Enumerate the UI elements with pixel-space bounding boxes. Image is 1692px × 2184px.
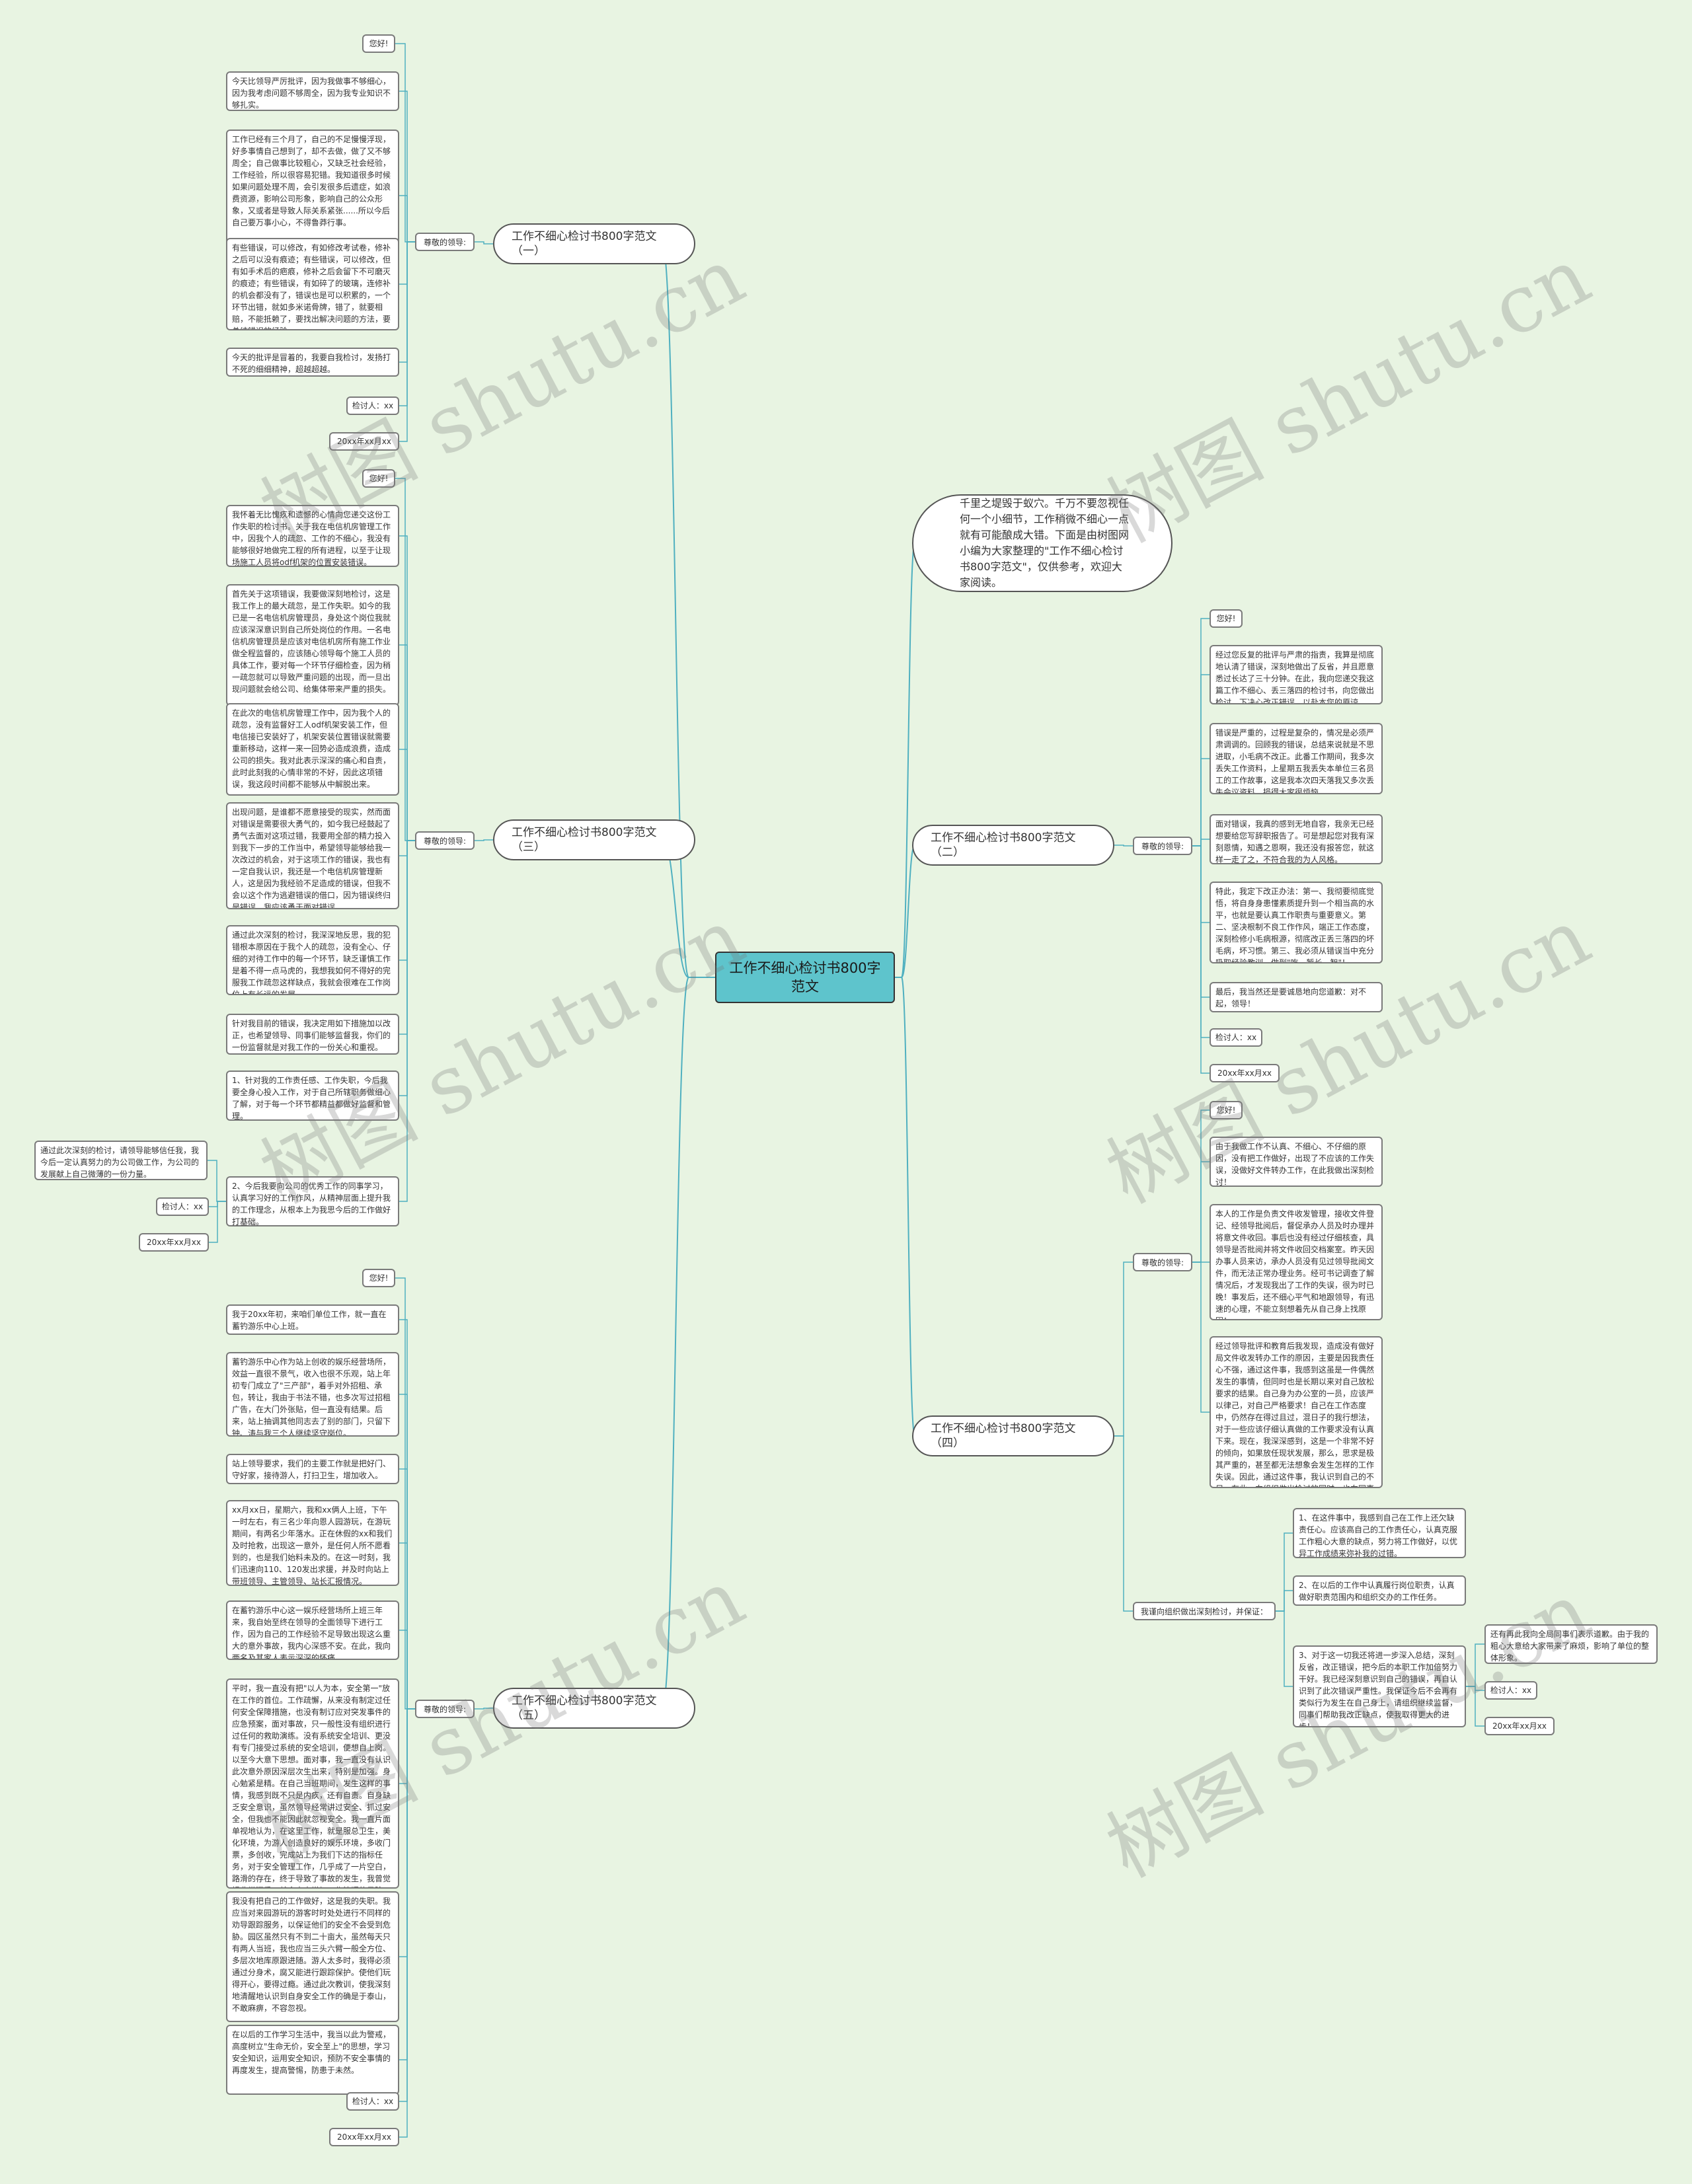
branch-5-item[interactable]: 在以后的工作学习生活中，我当以此为警戒，高度树立"生命无价，安全至上"的思想，学… — [226, 2025, 399, 2095]
branch-4-pledge-item[interactable]: 3、对于这一切我还将进一步深入总结，深刻反省，改正错误，把今后的本职工作加倍努力… — [1293, 1645, 1466, 1727]
branch-topic-4[interactable]: 工作不细心检讨书800字范文（四） — [912, 1415, 1114, 1456]
branch-4-item[interactable]: 您好! — [1210, 1101, 1243, 1119]
branch-1-item[interactable]: 今天的批评是冒着的，我要自我检讨，发扬打不死的细细精神，超越超越。 — [226, 348, 399, 377]
branch-5-item[interactable]: 您好! — [362, 1269, 395, 1287]
branch-5-item[interactable]: 20xx年xx月xx日 — [329, 2128, 399, 2146]
branch-4-pledge-heading[interactable]: 我谨向组织做出深刻检讨，并保证： — [1133, 1602, 1276, 1620]
branch-3-item[interactable]: 我怀着无比愧疚和遗憾的心情向您递交这份工作失职的检讨书。关于我在电信机房管理工作… — [226, 505, 399, 567]
branch-3-extra-item[interactable]: 检讨人：xx — [156, 1197, 209, 1216]
branch-5-item[interactable]: 平时，我一直没有把"以人为本，安全第一"放在工作的首位。工作疏懈，从来没有制定过… — [226, 1678, 399, 1889]
branch-3-item[interactable]: 针对我目前的错误，我决定用如下措施加以改正，也希望领导、同事们能够监督我，你们的… — [226, 1014, 399, 1055]
branch-topic-1[interactable]: 工作不细心检讨书800字范文（一） — [493, 223, 695, 264]
branch-2-item[interactable]: 您好! — [1210, 609, 1243, 628]
branch-3-extra-item[interactable]: 20xx年xx月xx日 — [139, 1233, 209, 1252]
branch-2-item[interactable]: 20xx年xx月xx日 — [1210, 1064, 1280, 1082]
branch-5-item[interactable]: xx月xx日，星期六，我和xx俩人上班，下午一时左右，有三名少年向恩人园游玩，在… — [226, 1500, 399, 1586]
branch-2-item[interactable]: 检讨人：xx — [1210, 1028, 1262, 1047]
branch-topic-3[interactable]: 工作不细心检讨书800字范文（三） — [493, 819, 695, 860]
central-topic[interactable]: 工作不细心检讨书800字范文 — [715, 952, 895, 1003]
branch-4-extra-item[interactable]: 20xx年xx月xx日 — [1484, 1717, 1555, 1735]
branch-4-item[interactable]: 经过领导批评和教育后我发现，造成没有做好局文件收发转办工作的原因，主要是因我责任… — [1210, 1336, 1383, 1488]
branch-3-item[interactable]: 出现问题，是谁都不愿意接受的现实，然而面对错误是需要很大勇气的，如今我已经鼓起了… — [226, 802, 399, 909]
branch-3-item[interactable]: 在此次的电信机房管理工作中，因为我个人的疏忽，没有监督好工人odf机架安装工作，… — [226, 703, 399, 796]
branch-5-item[interactable]: 蓄钓游乐中心作为站上创收的娱乐经营场所，效益一直很不景气，收入也很不乐观，站上年… — [226, 1352, 399, 1437]
branch-5-item[interactable]: 我没有把自己的工作做好，这是我的失职。我应当对来园游玩的游客时时处处进行不同样的… — [226, 1891, 399, 2022]
branch-2-item[interactable]: 特此，我定下改正办法：第一、我彻要彻底觉悟，将自身身患懂素质提升到一个相当高的水… — [1210, 882, 1383, 963]
branch-3-salutation[interactable]: 尊敬的领导: — [415, 831, 475, 850]
branch-topic-2[interactable]: 工作不细心检讨书800字范文（二） — [912, 825, 1114, 866]
branch-1-salutation[interactable]: 尊敬的领导: — [415, 233, 475, 251]
branch-1-item[interactable]: 检讨人：xx — [346, 396, 399, 415]
branch-2-item[interactable]: 面对错误，我真的感到无地自容，我亲无已经想要给您写辞职报告了。可是想起您对我有深… — [1210, 814, 1383, 864]
branch-3-item[interactable]: 通过此次深刻的检讨，我深深地反思，我的犯错根本原因在于我个人的疏忽，没有全心、仔… — [226, 925, 399, 995]
branch-3-item[interactable]: 2、今后我要向公司的优秀工作的同事学习，认真学习好的工作作风，从精神层面上提升我… — [226, 1176, 399, 1226]
branch-4-item[interactable]: 由于我做工作不认真、不细心、不仔细的原因，没有把工作做好，出现了不应该的工作失误… — [1210, 1137, 1383, 1187]
branch-5-item[interactable]: 检讨人：xx — [346, 2092, 399, 2111]
branch-3-item[interactable]: 您好! — [362, 469, 395, 488]
branch-5-item[interactable]: 我于20xx年初，来咱们单位工作，就一直在蓄钓游乐中心上班。 — [226, 1304, 399, 1335]
branch-2-item[interactable]: 最后，我当然还是要诚恳地向您道歉：对不起，领导！ — [1210, 982, 1383, 1012]
branch-4-item[interactable]: 本人的工作是负责文件收发管理，接收文件登记、经领导批阅后，督促承办人员及时办理并… — [1210, 1204, 1383, 1320]
intro-topic[interactable]: 千里之堤毁于蚁穴。千万不要忽视任何一个小细节，工作稍微不细心一点就有可能酿成大错… — [912, 494, 1173, 592]
branch-4-salutation[interactable]: 尊敬的领导: — [1133, 1253, 1192, 1271]
branch-4-pledge-item[interactable]: 1、在这件事中，我感到自己在工作上还欠缺责任心。应该高自己的工作责任心，认真克服… — [1293, 1508, 1466, 1558]
branch-3-item[interactable]: 1、针对我的工作责任感、工作失职，今后我要全身心投入工作，对于自己所辖职务做细心… — [226, 1071, 399, 1121]
branch-1-item[interactable]: 今天比领导严厉批评，因为我做事不够细心，因为我考虑问题不够周全，因为我专业知识不… — [226, 71, 399, 111]
branch-5-salutation[interactable]: 尊敬的领导: — [415, 1700, 475, 1718]
branch-1-item[interactable]: 有些错误，可以修改，有如修改考试卷，修补之后可以没有痕迹；有些错误，可以修改，但… — [226, 238, 399, 330]
branch-1-item[interactable]: 20xx年xx月xx日 — [329, 432, 399, 451]
branch-2-item[interactable]: 错误是严重的，过程是复杂的，情况是必须严肃调调的。回顾我的错误，总结来说就是不思… — [1210, 723, 1383, 794]
branch-5-item[interactable]: 站上领导要求，我们的主要工作就是把好门、守好家，接待游人，打扫卫生，增加收入。 — [226, 1454, 399, 1484]
branch-2-salutation[interactable]: 尊敬的领导: — [1133, 837, 1192, 855]
branch-4-pledge-item[interactable]: 2、在以后的工作中认真履行岗位职责，认真做好职责范围内和组织交办的工作任务。 — [1293, 1575, 1466, 1606]
branch-4-extra-item[interactable]: 检讨人：xx — [1484, 1681, 1537, 1700]
branch-2-item[interactable]: 经过您反复的批评与严肃的指责，我算是彻底地认清了错误，深刻地做出了反省，并且愿意… — [1210, 645, 1383, 704]
branch-topic-5[interactable]: 工作不细心检讨书800字范文（五） — [493, 1688, 695, 1729]
branch-4-extra-item[interactable]: 还有再此我向全局同事们表示道歉。由于我的粗心大意给大家带来了麻烦，影响了单位的整… — [1484, 1624, 1658, 1664]
branch-3-item[interactable]: 首先关于这项错误，我要做深刻地检讨，这是我工作上的最大疏忽，是工作失职。如今的我… — [226, 584, 399, 706]
branch-3-extra-item[interactable]: 通过此次深刻的检讨，请领导能够信任我，我今后一定认真努力的为公司做工作，为公司的… — [34, 1141, 208, 1180]
branch-5-item[interactable]: 在蓄钓游乐中心这一娱乐经营场所上班三年来，我自始至终在领导的全面领导下进行工作，… — [226, 1600, 399, 1660]
branch-1-item[interactable]: 您好! — [362, 34, 395, 53]
